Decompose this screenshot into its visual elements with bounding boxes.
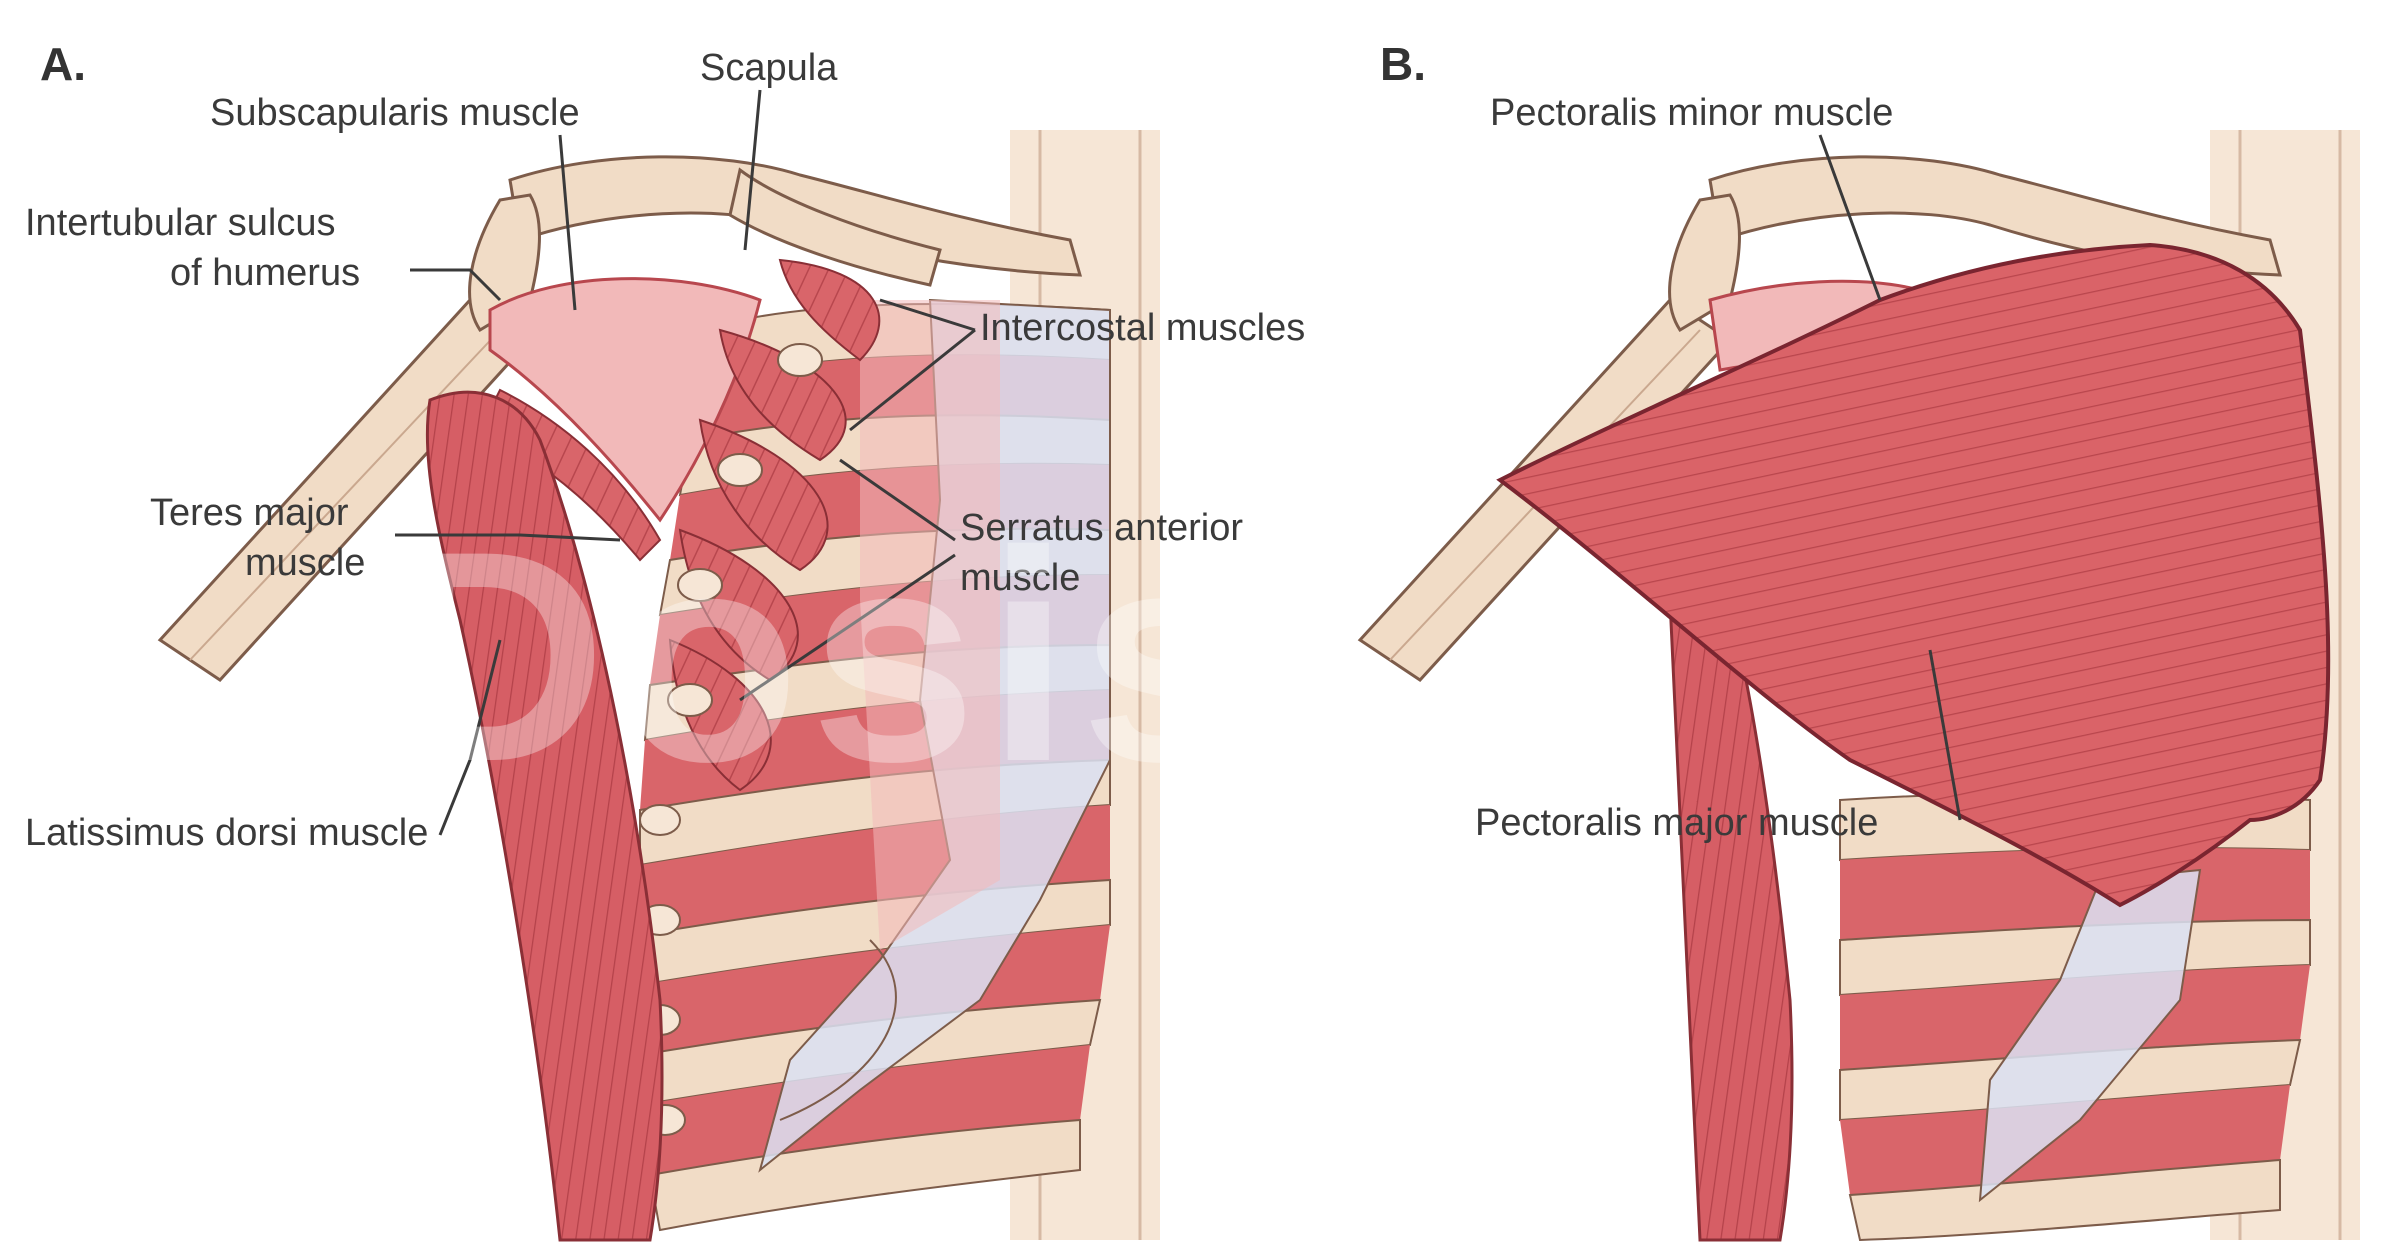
label-teres-line1: Teres major (150, 492, 349, 534)
label-latissimus: Latissimus dorsi muscle (25, 812, 428, 854)
panel-b-letter: B. (1380, 38, 1426, 90)
watermark: Dosis (390, 488, 1257, 824)
label-intertubular-line2: of humerus (170, 252, 360, 294)
label-teres-line2: muscle (245, 542, 365, 584)
label-scapula: Scapula (700, 47, 838, 89)
label-intertubular-line1: Intertubular sulcus (25, 202, 336, 244)
label-intercostal: Intercostal muscles (980, 307, 1305, 349)
label-pectoralis-minor: Pectoralis minor muscle (1490, 92, 1893, 134)
panel-a-letter: A. (40, 38, 86, 90)
panel-b: B. Pectoralis minor muscle Pectoralis ma… (1360, 38, 2360, 1240)
label-subscapularis: Subscapularis muscle (210, 92, 580, 134)
label-pectoralis-major: Pectoralis major muscle (1475, 802, 1878, 844)
